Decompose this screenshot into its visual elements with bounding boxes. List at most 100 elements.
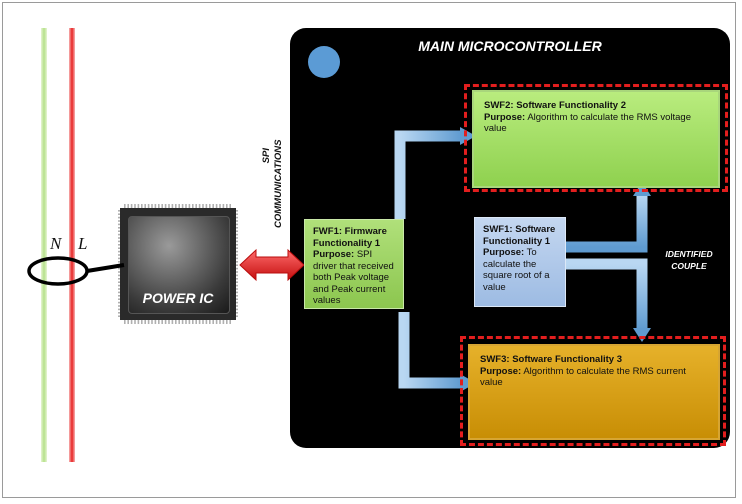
fwf1-to-swf2-connector — [394, 130, 462, 219]
swf1-box: SWF1: Software Functionality 1 Purpose: … — [474, 217, 566, 307]
chip-pin — [124, 318, 126, 324]
swf2-title: SWF2: Software Functionality 2 — [484, 100, 626, 111]
swf2-dashed-highlight — [464, 84, 728, 192]
swf3-title: SWF3: Software Functionality 3 — [480, 354, 622, 365]
swf1-title: SWF1: Software Functionality 1 — [483, 224, 556, 247]
swf1-down-arrowhead — [633, 328, 651, 342]
swf2-box: SWF2: Software Functionality 2 Purpose: … — [472, 90, 720, 188]
chip-pin — [151, 318, 153, 324]
swf1-to-swf2-connector — [566, 194, 648, 253]
chip-pin — [205, 318, 208, 324]
chip-pin — [154, 318, 157, 324]
chip-pin — [212, 318, 214, 324]
line-wire — [69, 28, 75, 462]
spi-label-line2: COMMUNICATIONS — [273, 139, 284, 228]
chip-pin — [185, 204, 187, 210]
swf3-purpose-label: Purpose: — [480, 365, 522, 377]
chip-pin — [168, 318, 170, 324]
power-ic-label: POWER IC — [142, 290, 214, 306]
chip-pin — [181, 318, 184, 324]
identified-couple-label: IDENTIFIED COUPLE — [652, 248, 726, 272]
chip-pin — [195, 318, 197, 324]
chip-pin — [198, 318, 201, 324]
chip-pin — [215, 204, 218, 210]
chip-pin — [161, 318, 163, 324]
swf1-to-swf3-connector — [566, 258, 648, 330]
chip-pin — [127, 204, 129, 210]
swf1-purpose-text: To calculate the square root of a value — [483, 247, 550, 293]
spi-double-arrow — [239, 248, 305, 282]
identified-couple-line1: IDENTIFIED — [665, 249, 713, 259]
fwf1-box: FWF1: Firmware Functionality 1 Purpose: … — [304, 219, 404, 309]
chip-pin — [226, 318, 228, 324]
chip-pin — [181, 204, 184, 210]
chip-pin — [151, 204, 153, 210]
chip-pin — [229, 204, 231, 210]
chip-pin — [124, 204, 126, 210]
chip-pin — [222, 204, 225, 210]
fwf1-title: FWF1: Firmware Functionality 1 — [313, 226, 387, 249]
chip-pin — [168, 204, 170, 210]
chip-pin — [161, 204, 163, 210]
chip-pin — [134, 318, 136, 324]
chip-pin — [178, 318, 180, 324]
diagram-frame — [2, 2, 736, 498]
chip-pin — [178, 204, 180, 210]
chip-pin — [185, 318, 187, 324]
chip-pin — [202, 204, 204, 210]
microcontroller-indicator-dot — [308, 46, 340, 78]
chip-pin — [137, 318, 140, 324]
chip-pin — [215, 318, 218, 324]
clamp-lead — [86, 263, 125, 273]
chip-pin — [158, 318, 160, 324]
line-wire-label: L — [78, 234, 88, 253]
microcontroller-title: MAIN MICROCONTROLLER — [418, 38, 602, 54]
chip-pin — [209, 204, 211, 210]
spi-label-line1: SPI — [261, 148, 272, 164]
neutral-wire-label: N — [50, 234, 62, 253]
power-ic-face — [128, 216, 230, 314]
chip-pin — [144, 318, 146, 324]
chip-pin — [134, 204, 136, 210]
chip-pin — [205, 204, 208, 210]
chip-pin — [130, 318, 133, 324]
chip-pin — [212, 204, 214, 210]
chip-pin — [198, 204, 201, 210]
identified-couple-line2: COUPLE — [671, 261, 707, 271]
fwf1-purpose-label: Purpose: — [313, 249, 355, 260]
chip-pin — [141, 204, 143, 210]
chip-pin — [219, 204, 221, 210]
chip-pin — [130, 204, 133, 210]
current-clamp-ring — [27, 256, 89, 286]
chip-pin — [154, 204, 157, 210]
chip-pin — [171, 204, 174, 210]
swf2-purpose-label: Purpose: — [484, 111, 526, 123]
chip-pin — [127, 318, 129, 324]
chip-pin — [175, 318, 177, 324]
chip-pin — [229, 318, 231, 324]
chip-pin — [188, 204, 191, 210]
chip-pin — [192, 204, 194, 210]
swf2-purpose-text: Algorithm to calculate the RMS voltage v… — [484, 111, 692, 135]
swf3-purpose-text: Algorithm to calculate the RMS current v… — [480, 365, 686, 389]
chip-pin — [144, 204, 146, 210]
spi-label: SPI COMMUNICATIONS — [261, 139, 297, 228]
fwf1-purpose-text: SPI driver that received both Peak volta… — [313, 249, 394, 306]
swf1-purpose-label: Purpose: — [483, 247, 525, 258]
neutral-wire — [41, 28, 47, 462]
swf3-box: SWF3: Software Functionality 3 Purpose: … — [468, 344, 720, 440]
chip-pin — [141, 318, 143, 324]
chip-pin — [164, 204, 167, 210]
chip-pin — [171, 318, 174, 324]
chip-pin — [188, 318, 191, 324]
chip-pin — [164, 318, 167, 324]
chip-pin — [209, 318, 211, 324]
chip-pin — [219, 318, 221, 324]
fwf1-to-swf3-connector — [398, 312, 462, 389]
chip-pin — [158, 204, 160, 210]
chip-pin — [226, 204, 228, 210]
chip-pin — [147, 318, 150, 324]
chip-pin — [202, 318, 204, 324]
swf3-dashed-highlight — [460, 336, 726, 446]
chip-pin — [222, 318, 225, 324]
